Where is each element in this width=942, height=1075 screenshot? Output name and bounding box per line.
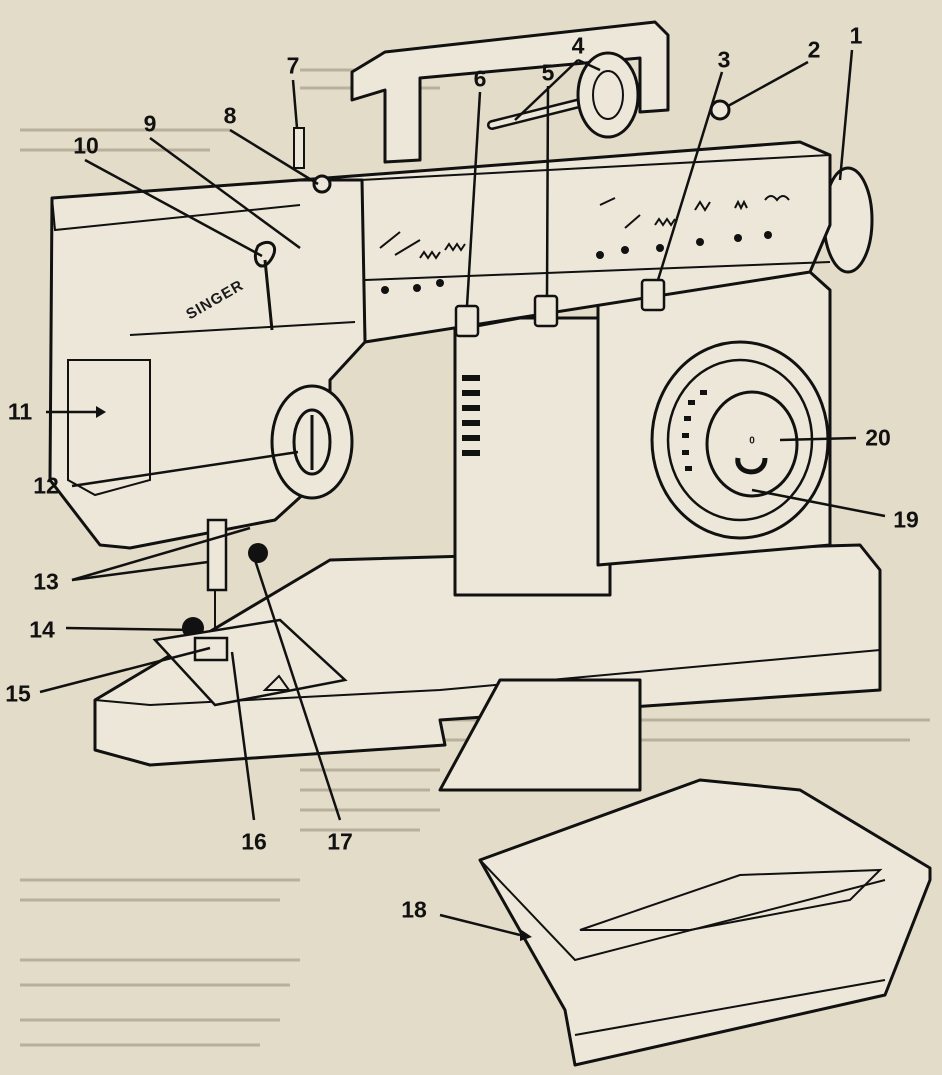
needle-bar [206, 518, 228, 592]
vent-slots [462, 375, 480, 456]
pattern-knob [705, 390, 799, 498]
base-front-support [438, 678, 642, 792]
carry-handle [350, 20, 670, 164]
part-label-14: 14 [29, 616, 55, 643]
part-label-9: 9 [143, 110, 157, 137]
machine-pillar [453, 316, 612, 597]
part-label-18: 18 [401, 896, 427, 923]
bobbin-winder [709, 99, 731, 121]
leader-lines [39, 49, 886, 937]
part-label-19: 19 [893, 506, 919, 533]
presser-foot [193, 636, 229, 662]
part-label-2: 2 [807, 36, 821, 63]
part-label-13: 13 [33, 568, 59, 595]
arrow-heads [96, 406, 532, 941]
part-label-11: 11 [7, 398, 33, 425]
part-label-8: 8 [223, 102, 237, 129]
part-label-1: 1 [849, 22, 863, 49]
thread-spool [576, 51, 640, 139]
extension-table [478, 778, 932, 1067]
dial-segment-marks [682, 390, 707, 471]
tray-compartment [579, 868, 883, 931]
dial-number: 0 [749, 435, 755, 447]
part-label-4: 4 [571, 32, 585, 59]
part-label-7: 7 [286, 52, 300, 79]
part-label-17: 17 [327, 828, 353, 855]
part-label-16: 16 [241, 828, 267, 855]
thread-take-up [253, 241, 277, 268]
part-label-5: 5 [541, 59, 555, 86]
part-label-10: 10 [73, 132, 99, 159]
needle-clamp-screw [248, 543, 268, 563]
part-label-6: 6 [473, 65, 487, 92]
indicator-dots [381, 231, 772, 294]
part-label-3: 3 [717, 46, 731, 73]
stitch-pattern-icons [379, 195, 790, 260]
thread-clip [293, 127, 305, 169]
part-label-12: 12 [33, 472, 59, 499]
part-label-20: 20 [865, 424, 891, 451]
face-plate [67, 359, 151, 497]
part-label-15: 15 [5, 680, 31, 707]
thread-guide [312, 174, 332, 194]
